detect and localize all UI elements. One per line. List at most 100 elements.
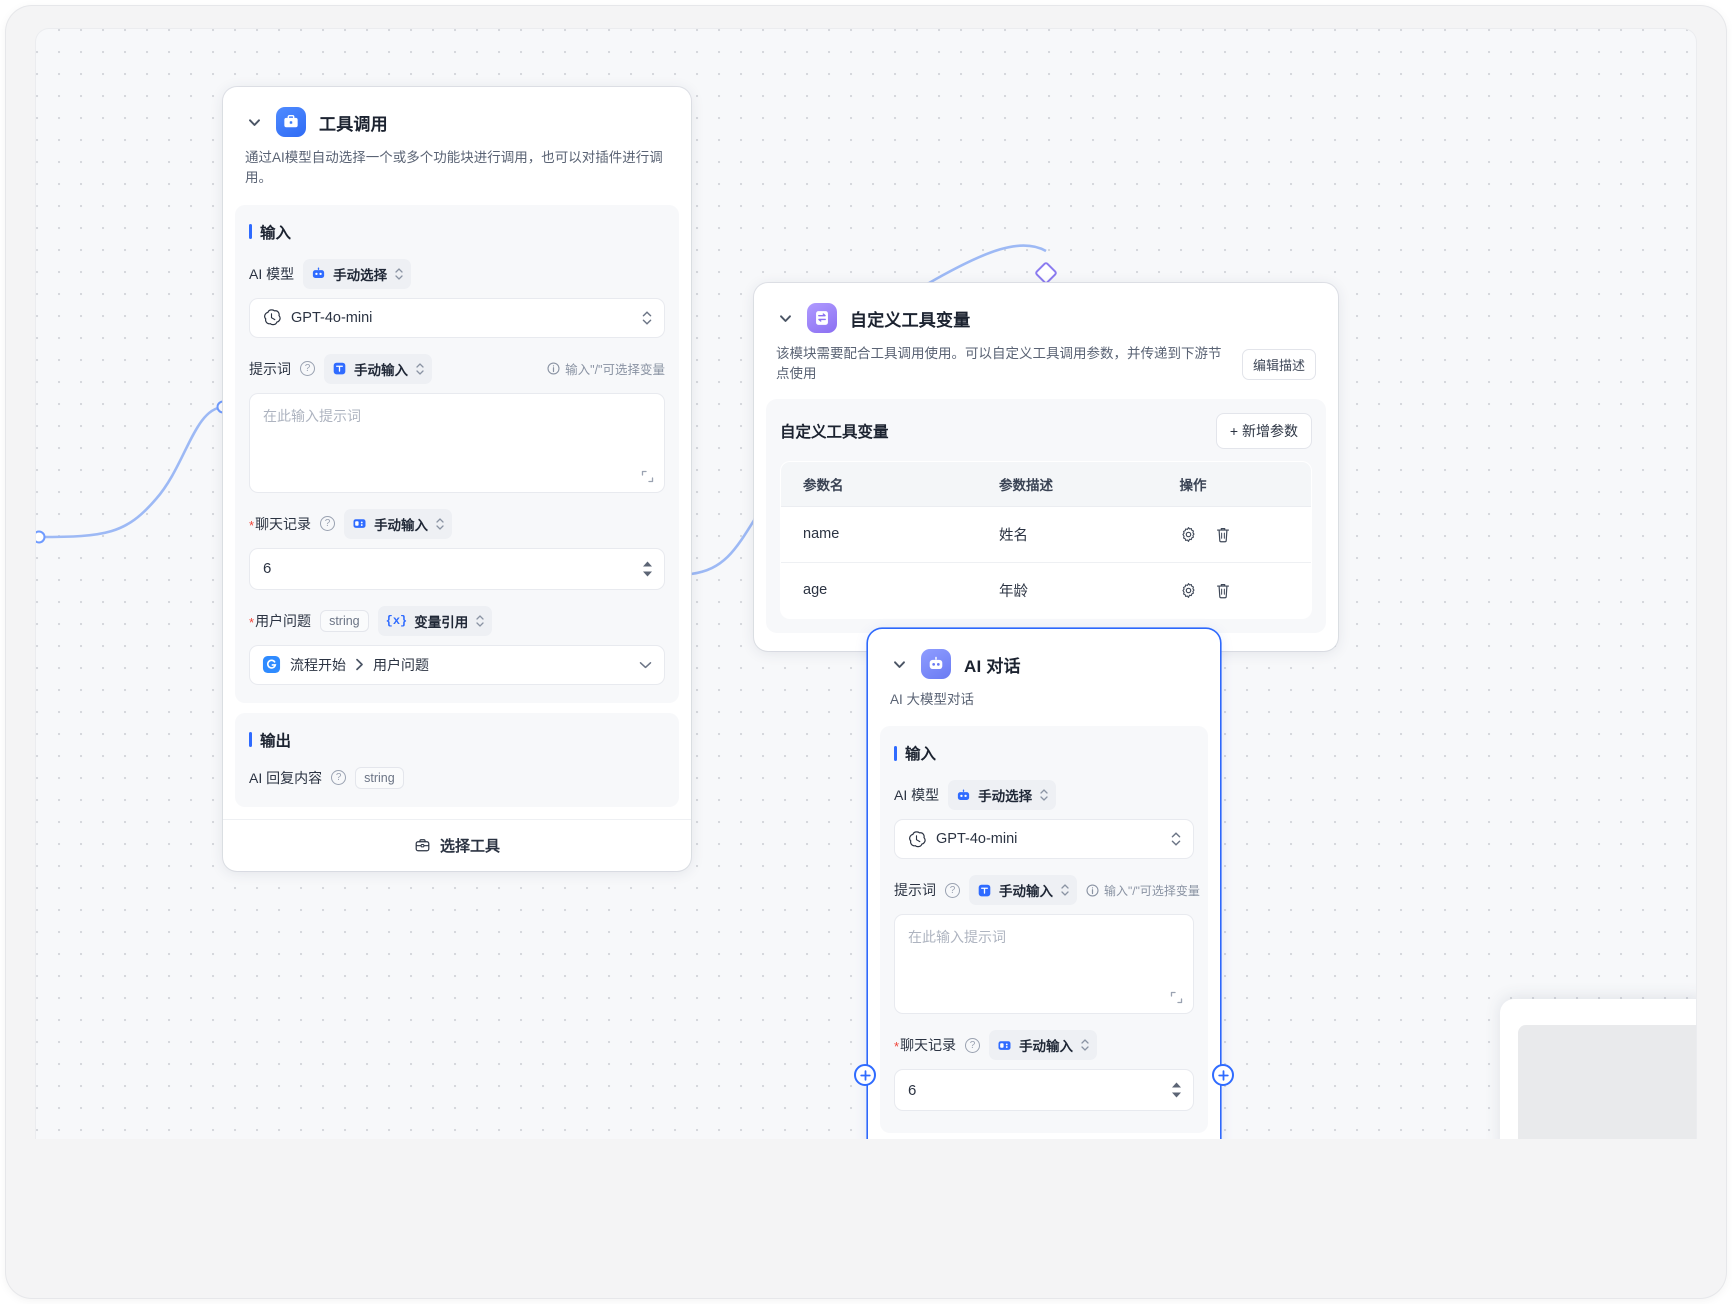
chat-history-number-input[interactable]: 6	[894, 1069, 1194, 1112]
expand-icon[interactable]	[1170, 991, 1183, 1004]
select-tool-label: 选择工具	[439, 837, 500, 855]
toolbox-icon	[276, 107, 306, 137]
field-chat-history: *聊天记录 ? 手动输入	[249, 508, 665, 590]
tool-vars-header: 自定义工具变量 该模块需要配合工具调用使用。可以自定义工具调用参数，并传递到下游…	[754, 283, 1338, 385]
trash-icon[interactable]	[1215, 526, 1231, 543]
gear-icon[interactable]	[1180, 582, 1197, 599]
output-row-ai-reply: AI 回复内容 ? string	[249, 766, 665, 789]
section-label: 输入	[260, 224, 292, 242]
column-header-actions: 操作	[1157, 461, 1311, 507]
side-panel-peek[interactable]	[1500, 999, 1696, 1139]
add-parameter-button[interactable]: + 新增参数	[1215, 412, 1312, 449]
node-tool-call[interactable]: 工具调用 通过AI模型自动选择一个或多个功能块进行调用，也可以对插件进行调用。 …	[223, 87, 691, 871]
chevron-updown-icon[interactable]	[1171, 832, 1181, 847]
variables-icon	[807, 303, 837, 333]
chevron-updown-icon	[1081, 1039, 1089, 1052]
workflow-canvas[interactable]: 工具调用 通过AI模型自动选择一个或多个功能块进行调用，也可以对插件进行调用。 …	[35, 28, 1697, 1139]
ai-model-mode-select[interactable]: 手动选择	[948, 780, 1057, 811]
cell-param-desc: 年龄	[998, 583, 1028, 600]
var-panel-title: 自定义工具变量	[780, 423, 889, 441]
section-label: 输入	[905, 746, 937, 764]
chat-history-label: *聊天记录	[249, 515, 312, 533]
column-header-name: 参数名	[781, 461, 977, 507]
openai-logo-icon	[264, 309, 281, 326]
toolvars-top-diamond-handle[interactable]	[1033, 260, 1059, 286]
chevron-updown-icon	[416, 362, 424, 375]
collapse-chevron-icon[interactable]	[245, 113, 263, 131]
user-question-type-chip: string	[320, 609, 369, 632]
text-input-mini-icon	[978, 884, 991, 897]
help-icon[interactable]: ?	[300, 361, 315, 376]
required-asterisk: *	[249, 614, 255, 630]
variable-reference: 流程开始 用户问题	[262, 655, 429, 675]
prompt-mode-select[interactable]: 手动输入	[969, 875, 1077, 906]
node-custom-tool-vars[interactable]: 自定义工具变量 该模块需要配合工具调用使用。可以自定义工具调用参数，并传递到下游…	[754, 283, 1338, 651]
parameters-table: 参数名 参数描述 操作 name 姓名	[780, 460, 1312, 619]
ai-model-label: AI 模型	[249, 265, 295, 282]
cell-param-name: age	[803, 582, 828, 598]
edge-start-port[interactable]	[36, 530, 46, 544]
chat-history-mode-label: 手动输入	[1019, 1039, 1074, 1055]
side-panel-peek-body	[1518, 1025, 1696, 1139]
table-row[interactable]: age 年龄	[781, 562, 1312, 618]
help-icon[interactable]: ?	[965, 1037, 981, 1053]
user-question-variable-select[interactable]: 流程开始 用户问题	[249, 644, 665, 685]
field-prompt: 提示词 ? 手动输入	[894, 875, 1200, 1015]
chevron-updown-icon	[1061, 884, 1069, 897]
field-prompt: 提示词 ? 手动输入	[249, 353, 665, 493]
edit-description-button[interactable]: 编辑描述	[1241, 348, 1316, 380]
collapse-chevron-icon[interactable]	[776, 309, 794, 327]
prompt-textarea[interactable]: 在此输入提示词	[894, 914, 1194, 1015]
section-accent-bar	[894, 745, 897, 761]
field-ai-model: AI 模型 手动选择	[249, 258, 665, 338]
output-section-title: 输出	[249, 729, 665, 751]
chat-history-value: 6	[908, 1081, 917, 1099]
required-asterisk: *	[894, 1039, 900, 1055]
ai-model-select[interactable]: GPT-4o-mini	[249, 297, 665, 338]
trash-icon[interactable]	[1215, 582, 1231, 599]
ai-model-select[interactable]: GPT-4o-mini	[894, 819, 1194, 860]
field-user-question: * 用户问题 string {x} 变量引用	[249, 605, 665, 685]
table-row[interactable]: name 姓名	[781, 506, 1311, 563]
aichat-left-add-port[interactable]	[854, 1064, 876, 1086]
chat-history-mode-select[interactable]: 手动输入	[344, 508, 453, 539]
stepper-down-icon	[643, 571, 652, 576]
cell-param-desc: 姓名	[976, 506, 1158, 563]
chevron-down-icon[interactable]	[639, 661, 652, 669]
user-question-mode-select[interactable]: {x} 变量引用	[377, 605, 493, 636]
table-header-row: 参数名 参数描述 操作	[781, 461, 1311, 507]
aichat-right-add-port[interactable]	[1212, 1064, 1234, 1086]
robot-mini-icon	[313, 267, 325, 278]
number-input-mini-icon	[353, 519, 366, 528]
help-icon[interactable]: ?	[945, 882, 960, 898]
prompt-mode-select[interactable]: 手动输入	[324, 353, 432, 384]
number-stepper-arrows[interactable]	[1171, 1082, 1182, 1099]
ai-model-mode-select[interactable]: 手动选择	[303, 258, 412, 289]
chat-history-label: *聊天记录	[894, 1037, 957, 1055]
chat-history-mode-label: 手动输入	[374, 517, 429, 533]
chevron-updown-icon[interactable]	[642, 310, 652, 325]
chat-history-number-input[interactable]: 6	[249, 547, 665, 590]
stepper-up-icon	[643, 561, 652, 566]
flow-start-icon	[262, 655, 281, 674]
chevron-updown-icon	[395, 267, 403, 280]
section-label: 输出	[260, 732, 292, 750]
prompt-textarea[interactable]: 在此输入提示词	[249, 392, 665, 493]
info-icon	[547, 362, 560, 375]
chat-history-mode-select[interactable]: 手动输入	[989, 1030, 1098, 1061]
cell-actions	[1158, 562, 1312, 618]
ai-model-mode-label: 手动选择	[978, 789, 1033, 805]
gear-icon[interactable]	[1180, 526, 1197, 543]
select-tool-button[interactable]: 选择工具	[223, 818, 691, 871]
edge-left-to-toolcall	[38, 405, 224, 539]
stepper-up-icon	[1172, 1082, 1181, 1088]
help-icon[interactable]: ?	[320, 516, 336, 531]
help-icon[interactable]: ?	[331, 770, 347, 785]
expand-icon[interactable]	[641, 470, 654, 483]
node-ai-chat[interactable]: AI 对话 AI 大模型对话 输入 AI 模型	[868, 629, 1220, 1139]
number-stepper-arrows[interactable]	[642, 560, 653, 577]
robot-icon	[921, 649, 951, 679]
collapse-chevron-icon[interactable]	[890, 655, 908, 673]
variable-field-label: 用户问题	[373, 656, 429, 673]
node-description: AI 大模型对话	[890, 692, 975, 707]
